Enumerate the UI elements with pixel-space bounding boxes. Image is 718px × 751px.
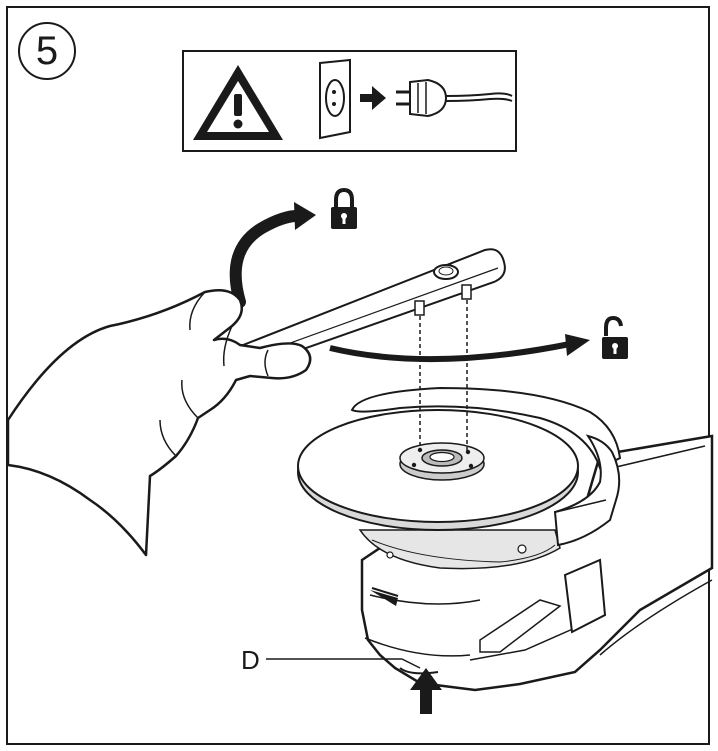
hand-holding-spanner bbox=[6, 289, 312, 557]
angle-grinder-body bbox=[360, 434, 714, 692]
callout-label-d: D bbox=[241, 645, 260, 675]
rotate-lock-arrow bbox=[229, 202, 316, 308]
rotate-unlock-arrow bbox=[329, 334, 590, 363]
callout-d-leader bbox=[266, 658, 421, 669]
spindle-housing bbox=[358, 529, 561, 570]
arrow-up-icon bbox=[410, 668, 442, 714]
padlock-unlocked-icon bbox=[602, 315, 628, 359]
wheel-guard-front bbox=[553, 434, 621, 547]
wheel-guard-back bbox=[350, 386, 622, 470]
arrow-right-icon bbox=[360, 86, 386, 110]
warning-triangle-icon bbox=[193, 65, 283, 140]
illustration-frame bbox=[6, 6, 710, 745]
step-number-badge: 5 bbox=[18, 22, 76, 80]
spindle-lock-button bbox=[399, 667, 439, 675]
wall-socket-icon bbox=[319, 58, 351, 140]
unplug-warning-panel bbox=[182, 50, 517, 152]
padlock-locked-icon bbox=[331, 187, 357, 229]
power-plug-icon bbox=[396, 78, 513, 118]
alignment-guide-lines bbox=[419, 300, 468, 452]
flange-nut bbox=[399, 442, 485, 481]
